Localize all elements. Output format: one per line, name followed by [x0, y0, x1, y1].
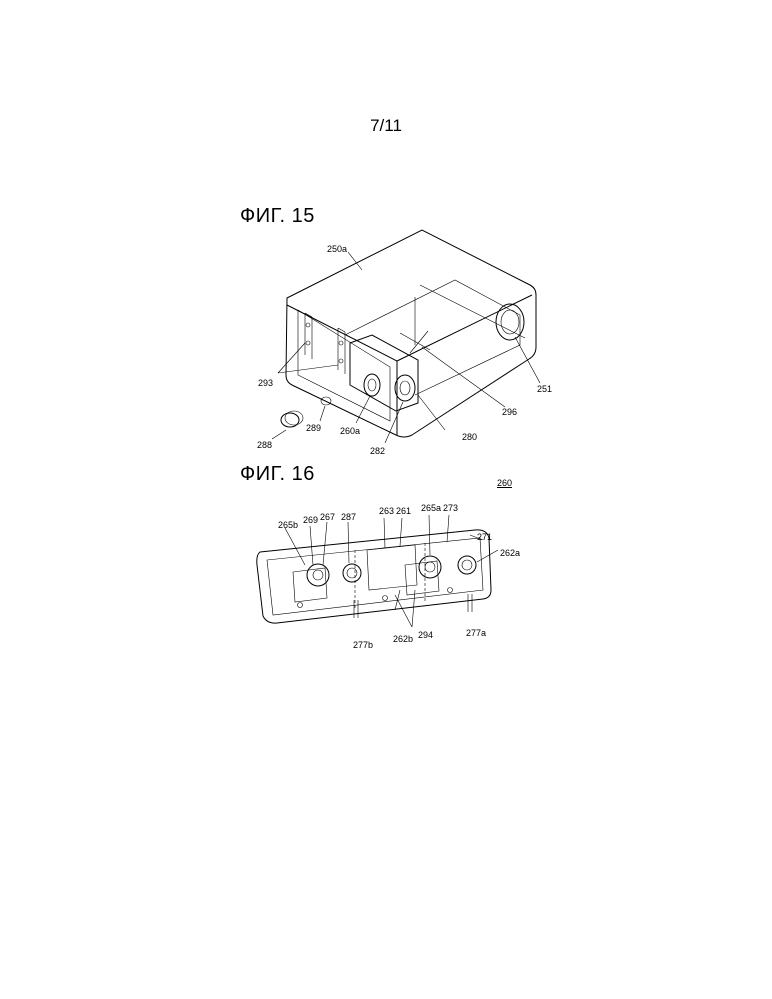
page-number: 7/11	[0, 116, 772, 136]
label-265b: 265b	[278, 520, 298, 530]
figure-16-title: ФИГ. 16	[240, 463, 315, 486]
label-262b: 262b	[393, 634, 413, 644]
label-271: 271	[477, 532, 492, 542]
label-263: 263	[379, 506, 394, 516]
label-267: 267	[320, 512, 335, 522]
label-289: 289	[306, 423, 321, 433]
label-269: 269	[303, 515, 318, 525]
label-273: 273	[443, 503, 458, 513]
label-261: 261	[396, 506, 411, 516]
label-294: 294	[418, 630, 433, 640]
label-250a: 250a	[327, 244, 347, 254]
label-277a: 277a	[466, 628, 486, 638]
label-293: 293	[258, 378, 273, 388]
label-260: 260	[497, 478, 512, 488]
label-262a: 262a	[500, 548, 520, 558]
label-288: 288	[257, 440, 272, 450]
label-251: 251	[537, 384, 552, 394]
label-287: 287	[341, 512, 356, 522]
label-265a: 265a	[421, 503, 441, 513]
label-280: 280	[462, 432, 477, 442]
label-296: 296	[502, 407, 517, 417]
label-260a: 260a	[340, 426, 360, 436]
label-282: 282	[370, 446, 385, 456]
label-277b: 277b	[353, 640, 373, 650]
figure-15-drawing	[250, 225, 560, 465]
